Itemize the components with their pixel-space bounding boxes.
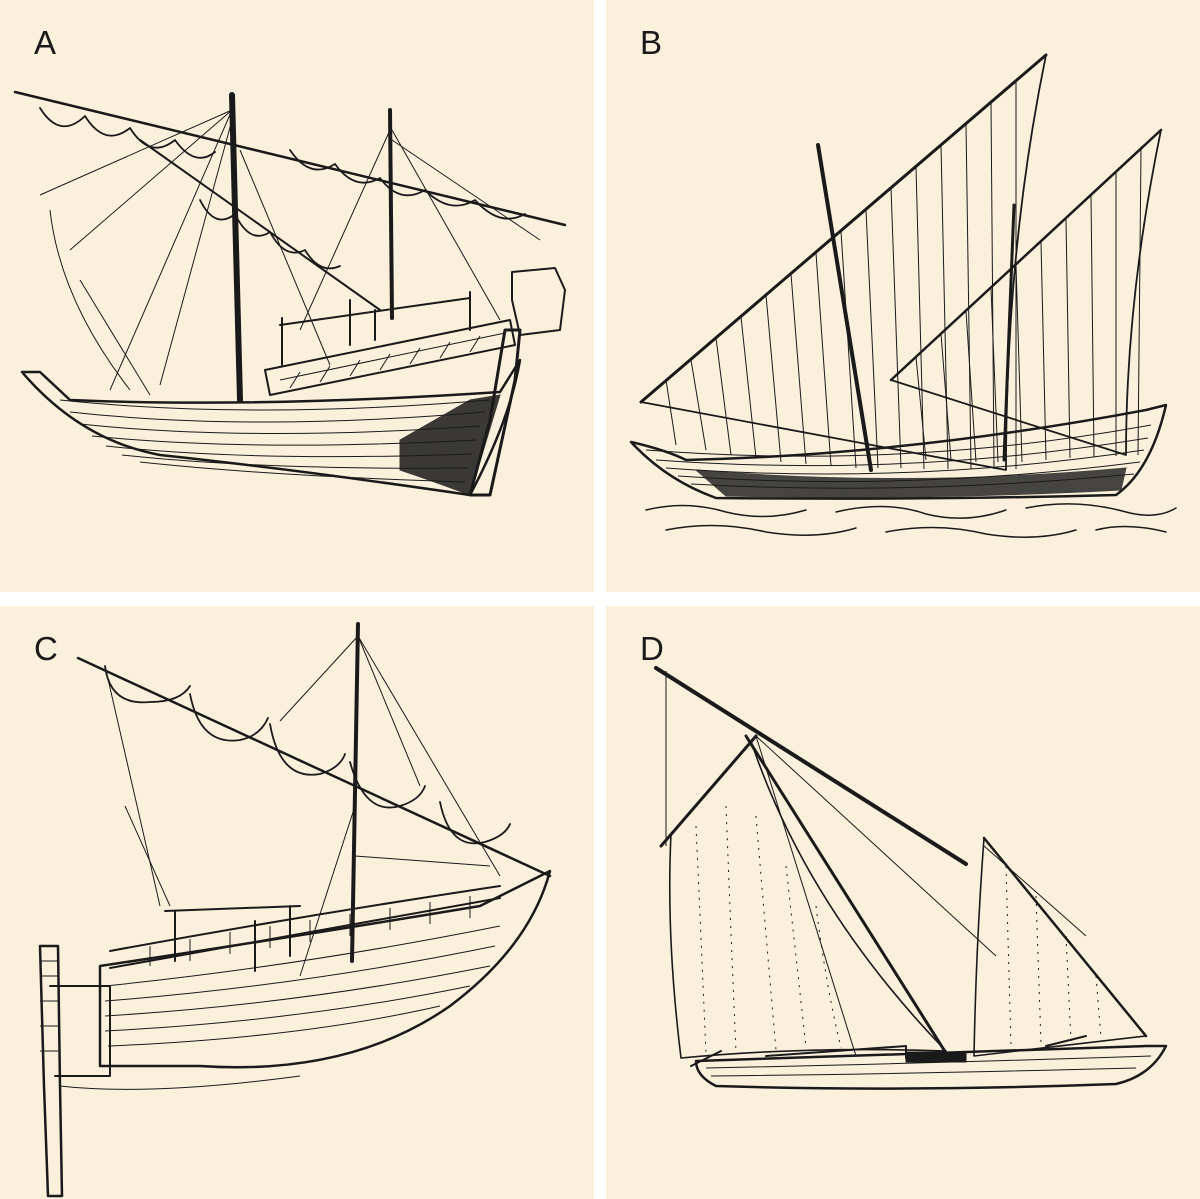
panel-d: D xyxy=(606,606,1200,1199)
panel-letter-a: A xyxy=(34,24,57,61)
panel-letter-d: D xyxy=(640,630,664,667)
panel-a: A xyxy=(0,0,594,592)
panel-b: B xyxy=(606,0,1200,592)
boat-b-illustration xyxy=(629,53,1177,538)
panel-c: C xyxy=(0,606,594,1199)
boat-a-illustration xyxy=(13,90,567,497)
boat-d-illustration xyxy=(654,666,1168,1090)
panel-letter-c: C xyxy=(34,630,58,667)
panel-letter-b: B xyxy=(640,24,663,61)
boat-c-illustration xyxy=(38,622,552,1198)
